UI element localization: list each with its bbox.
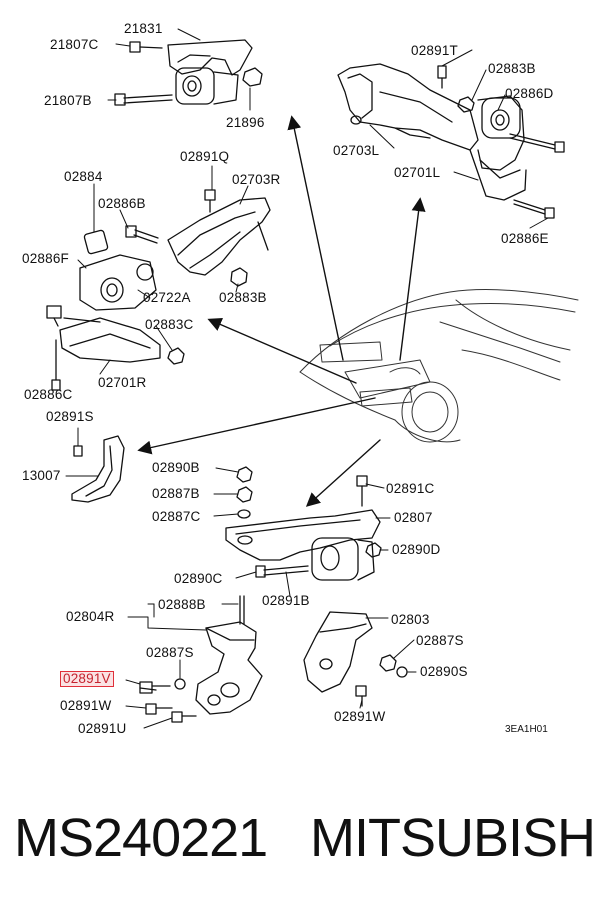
label-02887B: 02887B	[152, 486, 200, 501]
leader-lines	[65, 28, 549, 729]
mount-21831-drawing	[114, 39, 263, 106]
diagram-code: 3EA1H01	[505, 724, 548, 735]
label-02891W-left: 02891W	[60, 698, 112, 713]
label-02890S: 02890S	[420, 664, 468, 679]
label-21807C: 21807C	[50, 37, 99, 52]
label-02701R: 02701R	[98, 375, 147, 390]
label-02722A: 02722A	[143, 290, 191, 305]
label-02891Q: 02891Q	[180, 149, 230, 164]
label-02884: 02884	[64, 169, 103, 184]
label-21831: 21831	[124, 21, 163, 36]
label-02891T: 02891T	[411, 43, 458, 58]
label-02890D: 02890D	[392, 542, 441, 557]
label-02890C: 02890C	[174, 571, 223, 586]
label-02887C: 02887C	[152, 509, 201, 524]
label-02807: 02807	[394, 510, 433, 525]
label-02883B-top: 02883B	[488, 61, 536, 76]
bracket-02703L-drawing	[337, 63, 565, 219]
pointer-arrows	[137, 115, 426, 507]
label-02888B: 02888B	[158, 597, 206, 612]
label-02886E: 02886E	[501, 231, 549, 246]
bracket-02804R-drawing	[139, 595, 263, 723]
label-02891S: 02891S	[46, 409, 94, 424]
label-02886F: 02886F	[22, 251, 69, 266]
label-02886C: 02886C	[24, 387, 73, 402]
diagram-drawing	[46, 28, 579, 729]
label-02883C: 02883C	[145, 317, 194, 332]
bracket-02703R-drawing	[46, 189, 271, 391]
vehicle-outline	[299, 289, 579, 443]
bracket-13007-drawing	[71, 435, 125, 503]
label-02803: 02803	[391, 612, 430, 627]
label-02883B-mid: 02883B	[219, 290, 267, 305]
label-02891B: 02891B	[262, 593, 310, 608]
label-02886B: 02886B	[98, 196, 146, 211]
brand-name: MITSUBISHI	[310, 808, 600, 868]
label-02891C: 02891C	[386, 481, 435, 496]
label-02891U: 02891U	[78, 721, 127, 736]
label-02891V-highlighted: 02891V	[60, 671, 114, 687]
label-02703R: 02703R	[232, 172, 281, 187]
label-02890B: 02890B	[152, 460, 200, 475]
engine-mount-exploded-diagram: 21831 21807C 21807B 21896 02891T 02883B …	[22, 21, 579, 736]
label-02886D: 02886D	[505, 86, 554, 101]
label-02804R: 02804R	[66, 609, 115, 624]
bracket-02803-drawing	[303, 611, 408, 707]
label-21896: 21896	[226, 115, 265, 130]
crossmember-02807-drawing	[225, 466, 382, 581]
label-21807B: 21807B	[44, 93, 92, 108]
part-number: MS240221	[14, 808, 268, 868]
label-02891W-right: 02891W	[334, 709, 386, 724]
label-02887S-right: 02887S	[416, 633, 464, 648]
label-13007: 13007	[22, 468, 61, 483]
label-02701L: 02701L	[394, 165, 441, 180]
label-02703L: 02703L	[333, 143, 380, 158]
label-02887S-left: 02887S	[146, 645, 194, 660]
